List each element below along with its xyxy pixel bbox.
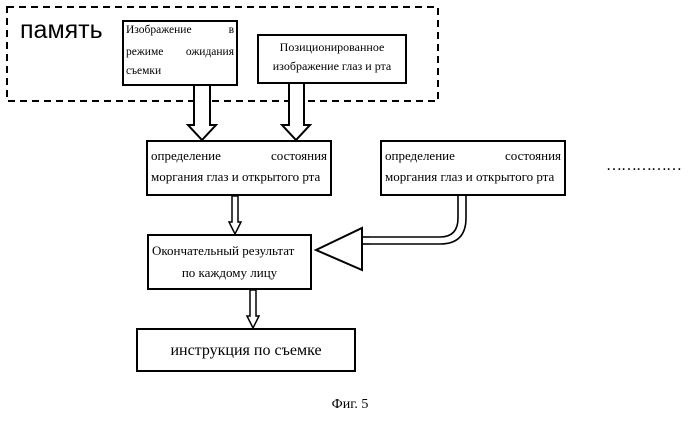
determine-state-box-2: определение состояния моргания глаз и от…: [380, 140, 566, 196]
determine-state-box-1: определение состояния моргания глаз и от…: [146, 140, 332, 196]
standby-line1a: Изображение: [126, 25, 192, 37]
figure-caption: Фиг. 5: [0, 398, 700, 412]
determine1-line1b: состояния: [271, 149, 327, 162]
determine1-line1a: определение: [151, 149, 221, 162]
instruction-box: инструкция по съемке: [136, 328, 356, 372]
standby-line2b: ожидания: [186, 47, 234, 59]
arrow-determine-to-result: [229, 196, 241, 234]
arrow-positioned-to-determine: [282, 83, 310, 140]
positioned-line2: изображение глаз и рта: [259, 60, 405, 72]
big-arrowhead: [316, 228, 362, 270]
final-result-box: Окончательный результат по каждому лицу: [147, 234, 312, 290]
positioned-line1: Позиционированное: [259, 41, 405, 53]
arrow-standby-to-determine: [188, 83, 216, 140]
determine2-line2: моргания глаз и открытого рта: [385, 170, 554, 183]
result-line1: Окончательный результат: [152, 244, 294, 257]
standby-line3: съемки: [126, 66, 161, 78]
determine2-line1b: состояния: [505, 149, 561, 162]
standby-image-box: Изображение в режиме ожидания съемки: [122, 20, 238, 86]
standby-line2a: режиме: [126, 47, 163, 59]
arrow-result-to-instruction: [247, 290, 259, 328]
determine1-line2: моргания глаз и открытого рта: [151, 170, 320, 183]
positioned-image-box: Позиционированное изображение глаз и рта: [257, 34, 407, 84]
curve-determine2-inner: [370, 196, 458, 237]
standby-line1b: в: [229, 25, 234, 37]
continuation-ellipsis: ……………: [606, 158, 681, 174]
memory-label: память: [20, 18, 103, 43]
instruction-line1: инструкция по съемке: [138, 343, 354, 359]
result-line2: по каждому лицу: [149, 266, 310, 279]
determine2-line1a: определение: [385, 149, 455, 162]
